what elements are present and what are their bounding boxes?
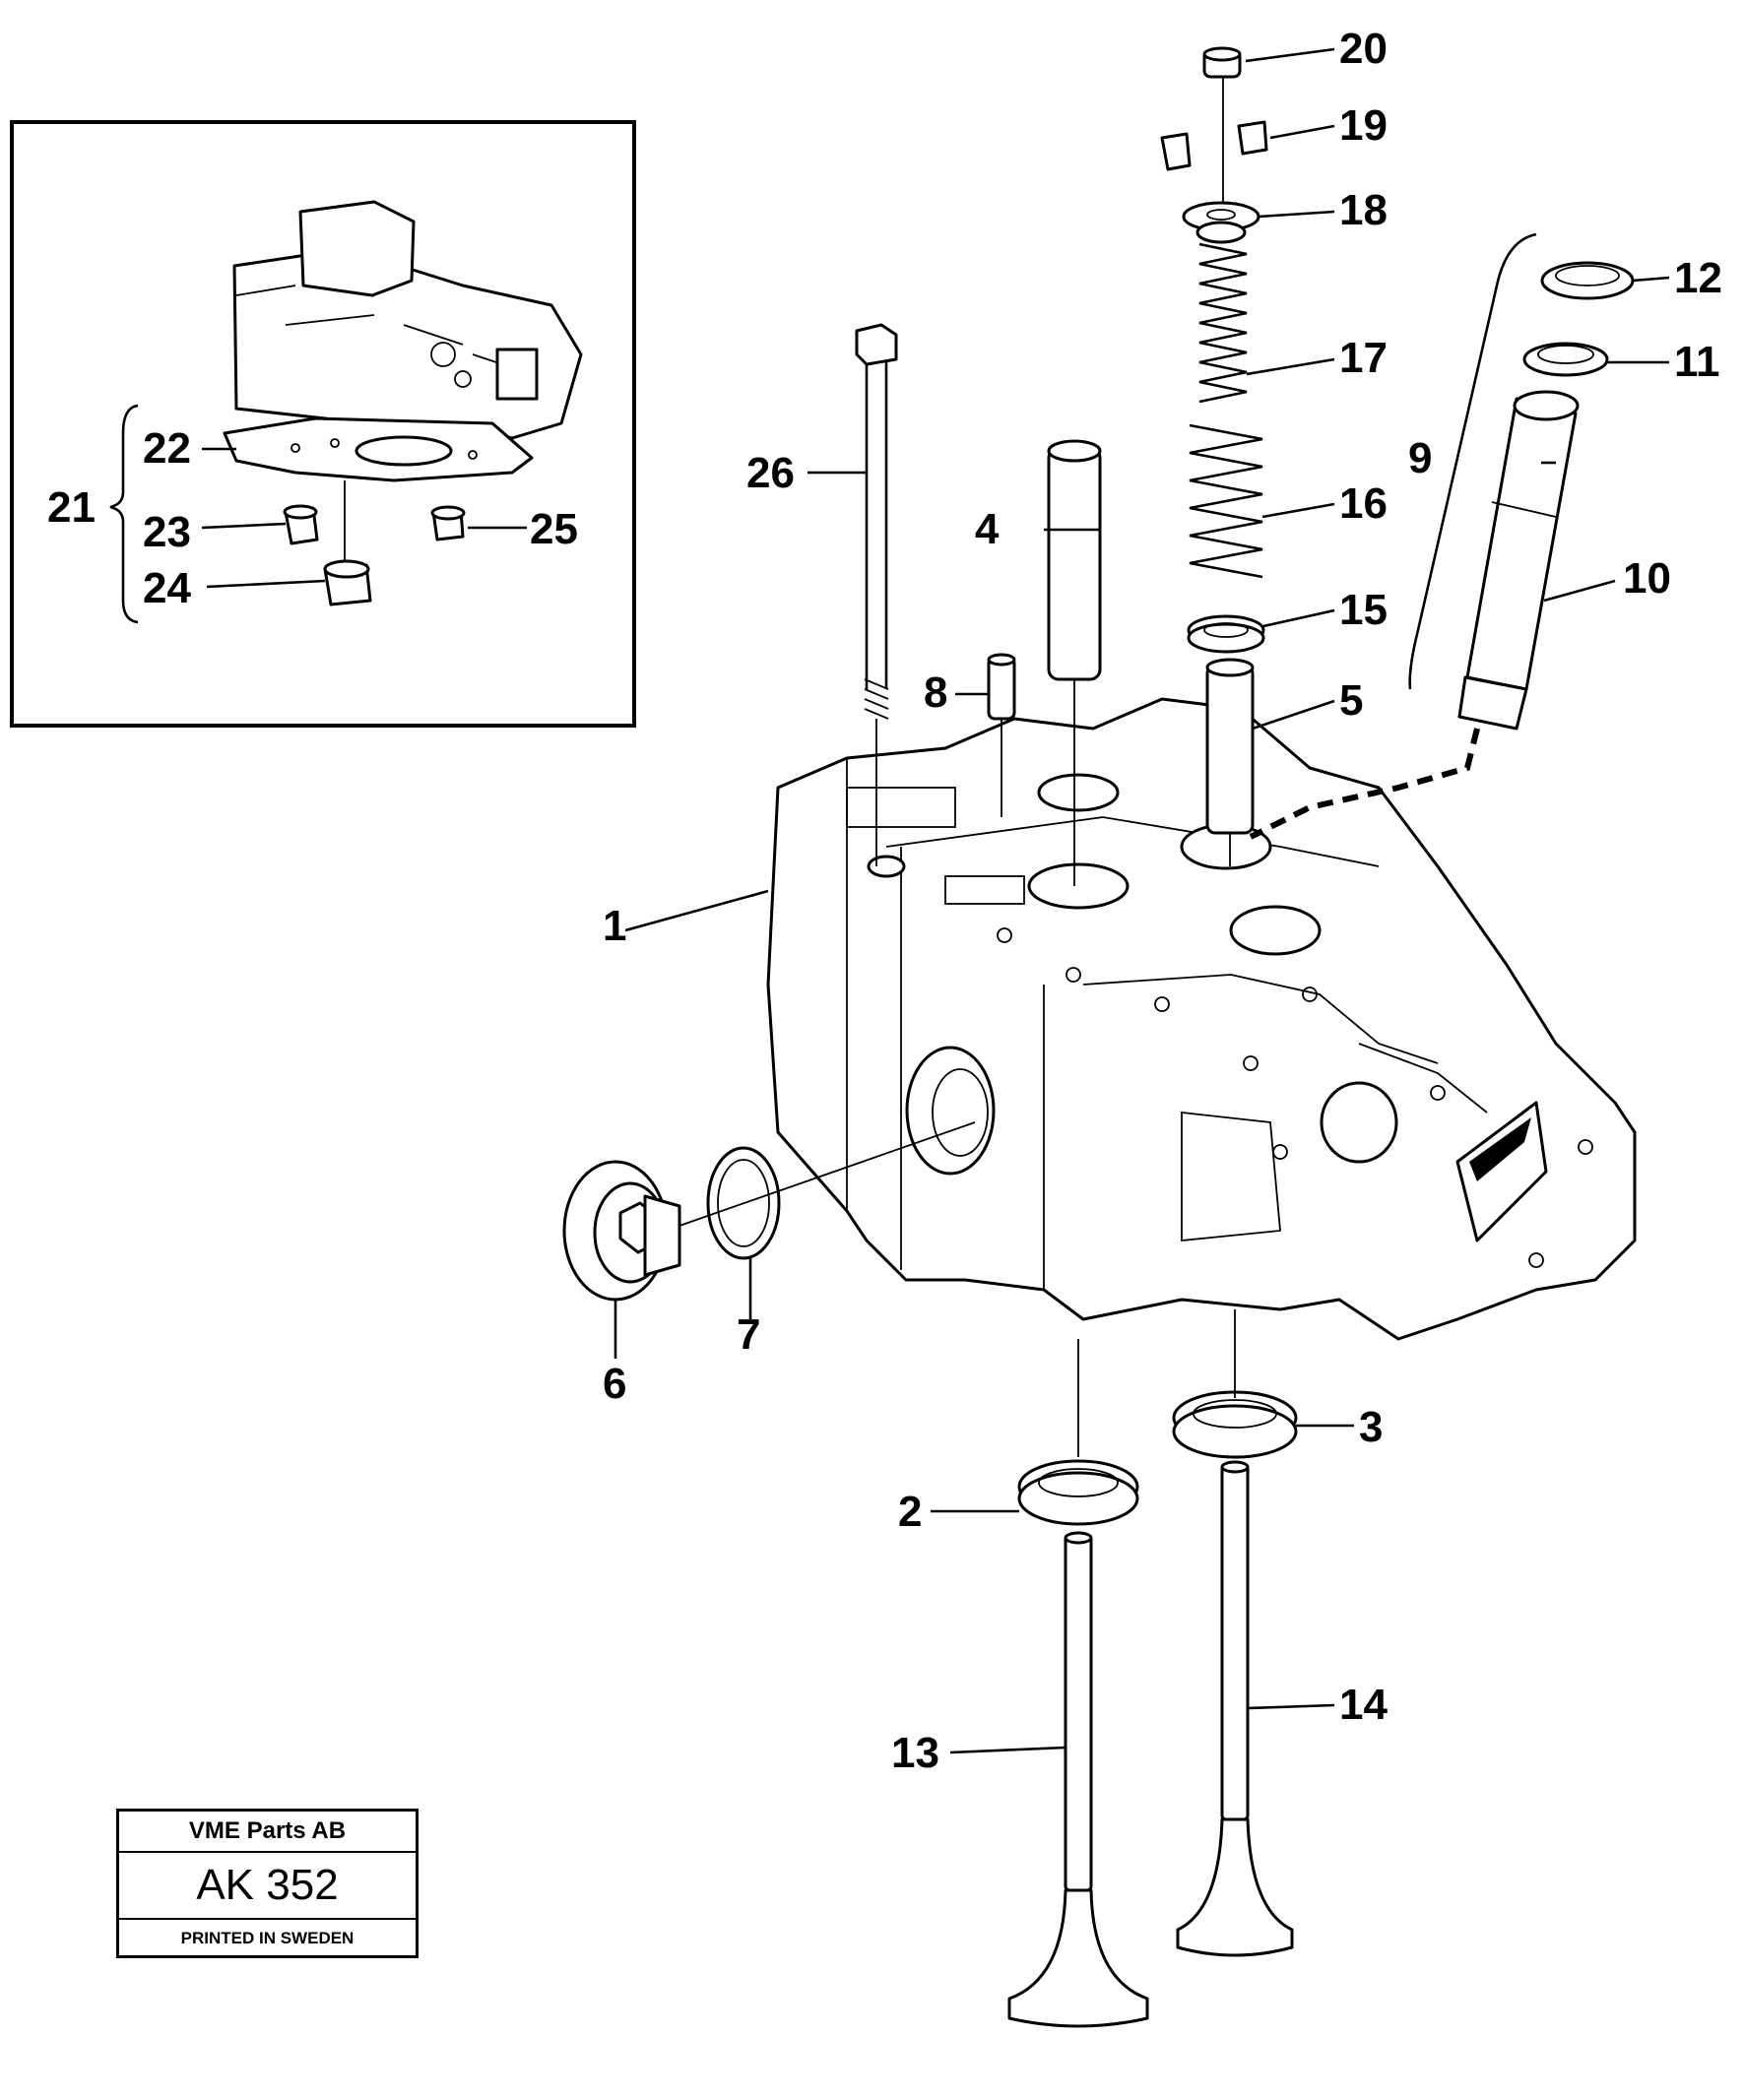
part-8-pin [987,653,1016,817]
part-17-inner-spring [1198,242,1248,404]
inset-seal-23 [283,504,319,545]
cylinder-head [766,697,1637,1341]
callout-21: 21 [47,483,96,532]
callout-8: 8 [924,668,947,717]
inset-panel [10,120,636,728]
callout-9: 9 [1408,434,1432,482]
callout-26: 26 [746,449,795,497]
callout-19: 19 [1339,101,1388,150]
inset-cylinder-head [232,200,583,440]
inset-seal-25 [430,505,466,541]
part-12-ring [1540,261,1635,300]
callout-23: 23 [143,508,191,556]
part-18-retainer [1182,201,1260,244]
part-3-valve-seat [1172,1390,1298,1459]
callout-4: 4 [975,505,1000,553]
title-block-company: VME Parts AB [119,1812,416,1853]
inset-gasket [223,416,534,482]
part-10-sleeve [1457,390,1580,731]
leader-lines [614,47,1670,1754]
title-block-printed: PRINTED IN SWEDEN [180,1929,355,1947]
part-4-valve-guide [1047,439,1102,886]
title-block: VME Parts AB AK 352 PRINTED IN SWEDEN [116,1809,419,1958]
callout-11: 11 [1674,338,1720,386]
callout-1: 1 [603,902,626,950]
callout-7: 7 [737,1310,760,1359]
part-19-keepers [1160,120,1268,171]
callout-10: 10 [1623,554,1671,603]
callout-16: 16 [1339,479,1388,528]
part-26-bolt [855,323,898,866]
callout-5: 5 [1339,676,1363,725]
title-block-code: AK 352 [119,1853,416,1920]
callout-17: 17 [1339,334,1388,382]
part-6-plug [562,1160,681,1302]
part-20-cap [1202,46,1242,79]
part-5-valve-guide [1205,658,1255,866]
inset-seal-24 [323,480,372,606]
part-11-ring [1522,342,1609,377]
callout-15: 15 [1339,586,1388,634]
part-2-valve-seat [1017,1459,1139,1526]
part-15-washer [1187,614,1265,654]
callout-14: 14 [1339,1681,1388,1729]
callout-22: 22 [143,424,191,473]
callout-2: 2 [898,1488,922,1536]
callout-3: 3 [1359,1403,1383,1451]
part-16-outer-spring [1189,423,1263,579]
callout-13: 13 [891,1729,939,1777]
callout-12: 12 [1674,254,1722,302]
callout-24: 24 [143,564,191,612]
callout-6: 6 [603,1360,626,1408]
callout-25: 25 [530,505,578,553]
part-13-valve [1007,1531,1149,2028]
part-14-valve [1176,1460,1294,1957]
callout-18: 18 [1339,186,1388,234]
callout-labels: 1 2 3 4 5 6 7 8 9 10 11 12 13 14 15 16 1… [47,25,1722,1777]
callout-20: 20 [1339,25,1388,73]
